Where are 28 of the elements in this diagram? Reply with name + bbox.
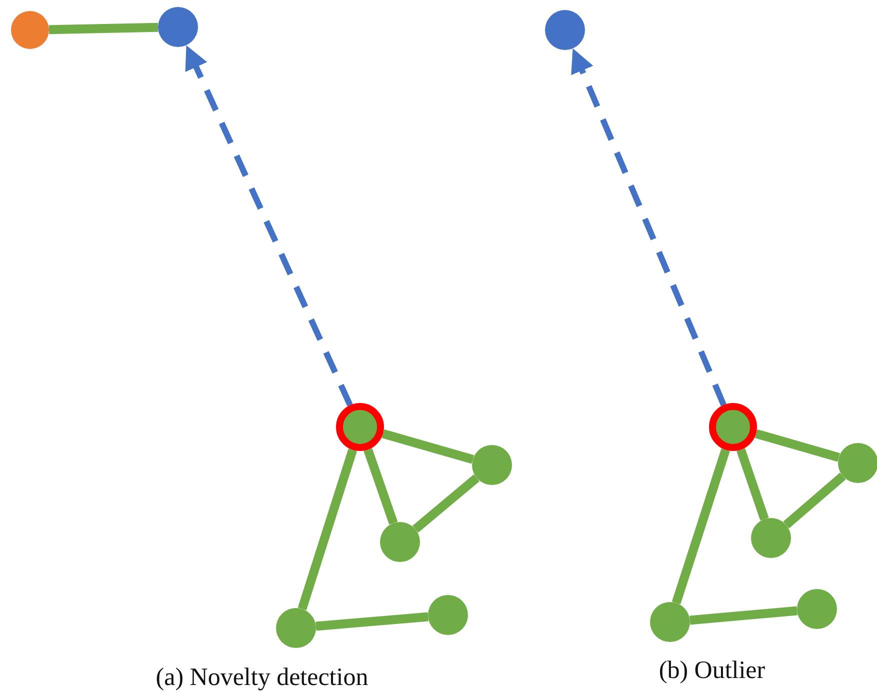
connector-line [690, 606, 798, 625]
node-circle [650, 602, 690, 642]
subfigure-caption: (a) Novelty detection [156, 664, 368, 692]
node-circle [751, 518, 791, 558]
node-circle [11, 11, 49, 49]
connector-line [316, 612, 428, 631]
node-circle [472, 445, 512, 485]
node-circle [797, 589, 837, 629]
arrow [184, 44, 353, 406]
connector-line [298, 448, 357, 610]
connector-line [364, 448, 398, 525]
node-circle [276, 608, 316, 648]
highlighted-node-circle [336, 403, 384, 451]
connector-line [412, 474, 480, 533]
subfigure-caption: (b) Outlier [658, 657, 766, 685]
connector-line [48, 22, 158, 34]
arrow [570, 47, 726, 406]
node-circle [428, 595, 468, 635]
connector-line [382, 429, 474, 464]
connector-line [736, 448, 769, 521]
node-circle [380, 522, 420, 562]
highlighted-node-circle [709, 403, 757, 451]
connector-line [672, 448, 730, 604]
connector-line [754, 429, 840, 462]
node-circle [545, 10, 585, 50]
connector-line [783, 472, 846, 528]
node-circle [838, 443, 877, 483]
node-circle [158, 7, 198, 47]
